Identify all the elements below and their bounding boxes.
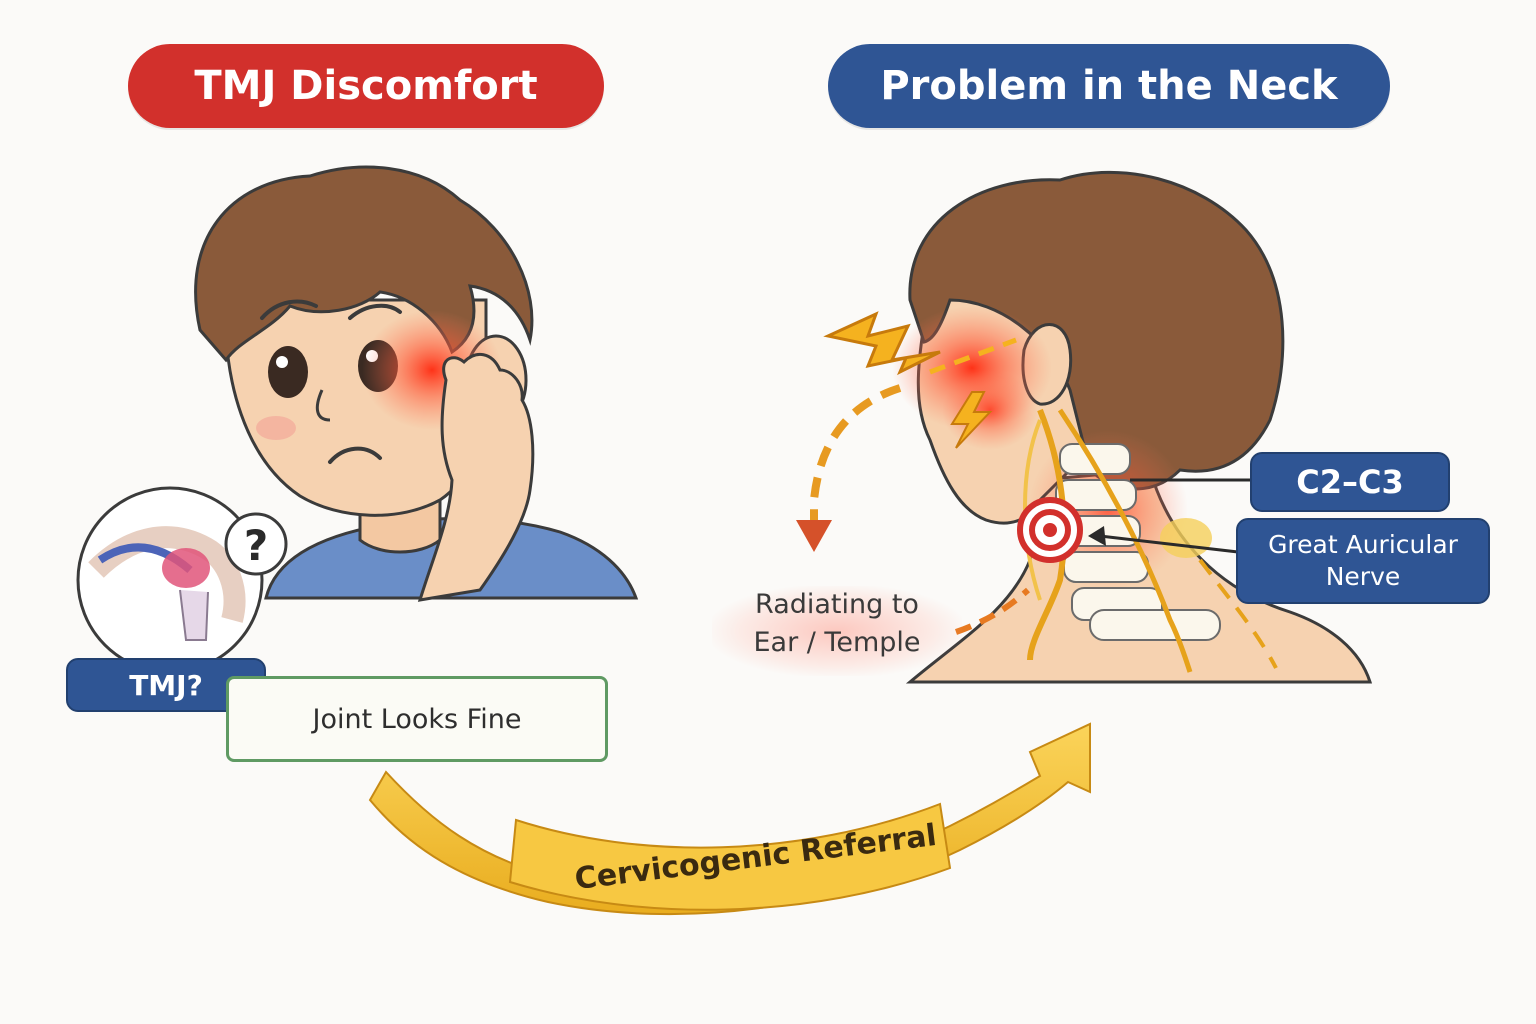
question-bubble-circle	[224, 512, 288, 576]
neck-to-ear-dashed-line	[955, 587, 1030, 635]
boy-figure	[194, 165, 639, 602]
target-center	[1043, 523, 1057, 537]
question-bubble: ?	[224, 512, 288, 576]
boy-mouth	[328, 446, 382, 464]
c2-c3-label: C2–C3	[1250, 452, 1450, 512]
vertebra-c6	[1089, 609, 1221, 641]
vertebra-c1	[1059, 443, 1131, 475]
tmj-joint-inset	[76, 486, 264, 674]
joint-looks-fine-box: Joint Looks Fine	[226, 676, 608, 762]
radiating-arrowhead	[796, 520, 832, 552]
boy-eyebrow-left	[260, 299, 318, 320]
title-tmj-discomfort: TMJ Discomfort	[128, 44, 604, 128]
radiating-dashed-arrow	[810, 384, 902, 528]
boy-nose	[315, 389, 331, 422]
question-mark-icon: ?	[244, 521, 268, 570]
boy-cheek	[256, 416, 296, 440]
referral-banner	[508, 802, 952, 911]
vertebra-c4	[1063, 551, 1149, 583]
boy-hand	[417, 353, 535, 602]
nerves	[1023, 408, 1278, 673]
nerve-dashed-path	[1198, 558, 1278, 669]
radiating-line1: Radiating to	[755, 589, 919, 620]
nerve-leader-line	[1099, 534, 1239, 554]
boy-eye-left-highlight	[276, 356, 288, 368]
great-auricular-nerve-label: Great Auricular Nerve	[1236, 518, 1490, 604]
target-icon	[1017, 497, 1083, 563]
nerve-label-line1: Great Auricular	[1268, 530, 1458, 559]
boy-eye-left	[268, 346, 308, 398]
lightning-icon-large	[823, 311, 941, 376]
nerve-highlight	[1160, 518, 1212, 558]
tmj-condyle	[162, 548, 210, 588]
lightning-icon-face	[950, 391, 993, 449]
nerve-leader-arrowhead	[1088, 526, 1106, 546]
nerve-path-3	[1023, 419, 1042, 601]
jaw-pain-glow-right	[942, 370, 1038, 450]
temple-dashed-line	[929, 337, 1017, 375]
radiating-line2: Ear / Temple	[753, 627, 921, 658]
tmj-jaw-ramus	[179, 589, 209, 641]
nerve-path-2	[1057, 408, 1193, 673]
nerve-label-line2: Nerve	[1325, 562, 1401, 591]
title-problem-in-neck: Problem in the Neck	[828, 44, 1390, 128]
referral-arrow	[368, 722, 1091, 916]
radiating-to-ear-temple-label: Radiating to Ear / Temple	[712, 586, 962, 676]
joint-looks-fine-label: Joint Looks Fine	[312, 703, 522, 735]
nerve-path-1	[1027, 408, 1067, 661]
boy-eyebrow-right	[348, 303, 402, 320]
